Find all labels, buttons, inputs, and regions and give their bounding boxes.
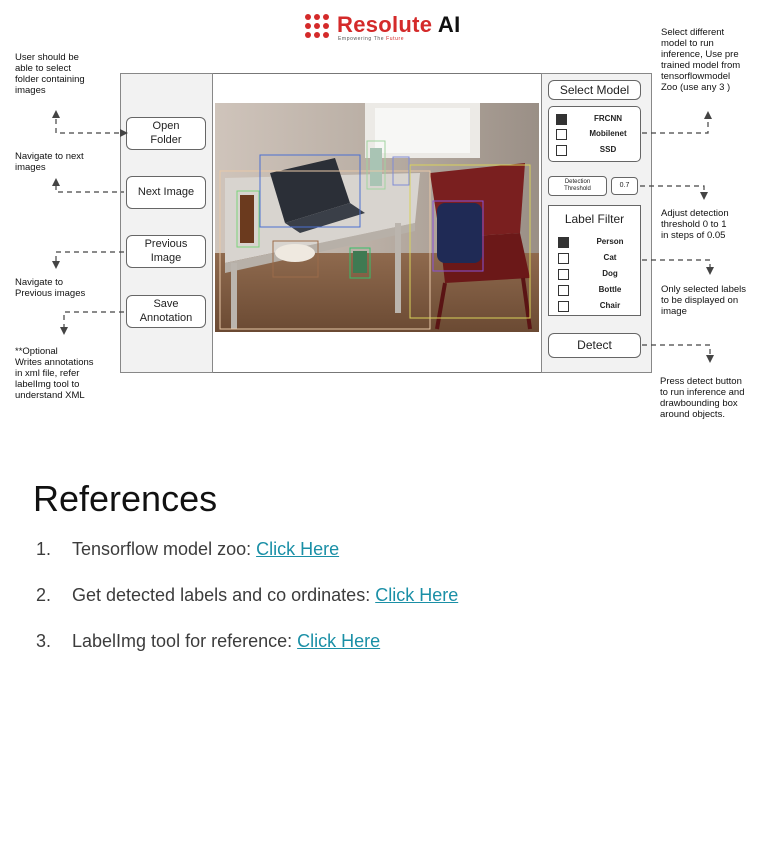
arrow-open-folder <box>55 119 124 134</box>
label-option-person[interactable]: Person <box>558 236 649 250</box>
note-select-model: Select different model to run inference,… <box>661 27 741 93</box>
reference-item-3: 3. LabelImg tool for reference: Click He… <box>0 631 768 655</box>
reference-number: 1. <box>36 539 52 559</box>
checkbox-icon[interactable] <box>558 269 569 280</box>
checkbox-icon[interactable] <box>556 129 567 140</box>
label-option-chair[interactable]: Chair <box>558 300 649 314</box>
detection-threshold-label: Detection Threshold <box>548 176 607 196</box>
filter-label: Chair <box>599 301 621 310</box>
previous-image-button[interactable]: Previous Image <box>126 235 206 268</box>
logo-text: Resolute AI <box>337 12 461 37</box>
references-title: References <box>33 478 218 519</box>
save-annotation-button[interactable]: Save Annotation <box>126 295 206 328</box>
logo-mark-icon <box>305 14 331 40</box>
connector-arrows <box>52 110 714 363</box>
arrow-up-icon <box>704 111 712 119</box>
note-open-folder: User should be able to select folder con… <box>15 52 85 96</box>
model-label: Mobilenet <box>589 129 627 138</box>
note-previous-image: Navigate to Previous images <box>15 277 86 299</box>
arrow-right-icon <box>120 129 128 137</box>
checkbox-icon[interactable] <box>558 285 569 296</box>
image-preview <box>215 103 539 332</box>
filter-label: Person <box>596 237 624 246</box>
arrow-up-icon <box>52 110 60 118</box>
threshold-input[interactable]: 0.7 <box>611 177 638 195</box>
reference-number: 3. <box>36 631 52 651</box>
checkbox-checked-icon[interactable] <box>558 237 569 248</box>
logo-tagline: Empowering The Future <box>338 36 405 42</box>
annotated-room-image <box>215 103 539 332</box>
model-selector: FRCNN Mobilenet SSD <box>548 106 641 162</box>
checkbox-icon[interactable] <box>558 301 569 312</box>
next-image-button[interactable]: Next Image <box>126 176 206 209</box>
reference-item-1: 1. Tensorflow model zoo: Click Here <box>0 539 768 563</box>
checkbox-icon[interactable] <box>556 145 567 156</box>
reference-link[interactable]: Click Here <box>256 539 340 559</box>
filter-label: Cat <box>603 253 617 262</box>
arrow-up-icon <box>52 178 60 186</box>
label-option-cat[interactable]: Cat <box>558 252 649 266</box>
model-label: SSD <box>599 145 617 154</box>
note-labels: Only selected labels to be displayed on … <box>661 284 747 317</box>
arrowheads <box>52 110 714 363</box>
label-filter-title: Label Filter <box>564 212 625 226</box>
arrow-down-icon <box>700 192 708 200</box>
note-threshold: Adjust detection threshold 0 to 1 in ste… <box>661 208 729 241</box>
checkbox-checked-icon[interactable] <box>556 114 567 125</box>
label-option-dog[interactable]: Dog <box>558 268 649 282</box>
arrow-down-icon <box>52 261 60 269</box>
label-option-bottle[interactable]: Bottle <box>558 284 649 298</box>
reference-link[interactable]: Click Here <box>297 631 381 651</box>
detect-button[interactable]: Detect <box>548 333 641 358</box>
reference-text: Tensorflow model zoo: <box>72 539 257 559</box>
select-model-button[interactable]: Select Model <box>548 80 641 100</box>
open-folder-button[interactable]: Open Folder <box>126 117 206 150</box>
model-option-frcnn[interactable]: FRCNN <box>556 113 647 127</box>
label-filter-box: Label Filter Person Cat Dog Bottle Chair <box>548 205 641 316</box>
checkbox-icon[interactable] <box>558 253 569 264</box>
reference-number: 2. <box>36 585 52 605</box>
arrow-down-icon <box>706 267 714 275</box>
filter-label: Dog <box>602 269 618 278</box>
model-option-mobilenet[interactable]: Mobilenet <box>556 128 647 142</box>
reference-text: Get detected labels and co ordinates: <box>72 585 376 605</box>
note-save-annotation: **Optional Writes annotations in xml fil… <box>15 346 94 401</box>
filter-label: Bottle <box>598 285 622 294</box>
note-detect: Press detect button to run inference and… <box>660 376 745 420</box>
model-label: FRCNN <box>594 114 622 123</box>
reference-link[interactable]: Click Here <box>375 585 459 605</box>
model-option-ssd[interactable]: SSD <box>556 144 647 158</box>
arrow-down-icon <box>60 327 68 335</box>
note-next-image: Navigate to next images <box>15 151 84 173</box>
reference-text: LabelImg tool for reference: <box>72 631 298 651</box>
resolute-ai-logo: Resolute AI Empowering The Future <box>305 12 470 44</box>
arrow-down-icon <box>706 355 714 363</box>
reference-item-2: 2. Get detected labels and co ordinates:… <box>0 585 768 609</box>
